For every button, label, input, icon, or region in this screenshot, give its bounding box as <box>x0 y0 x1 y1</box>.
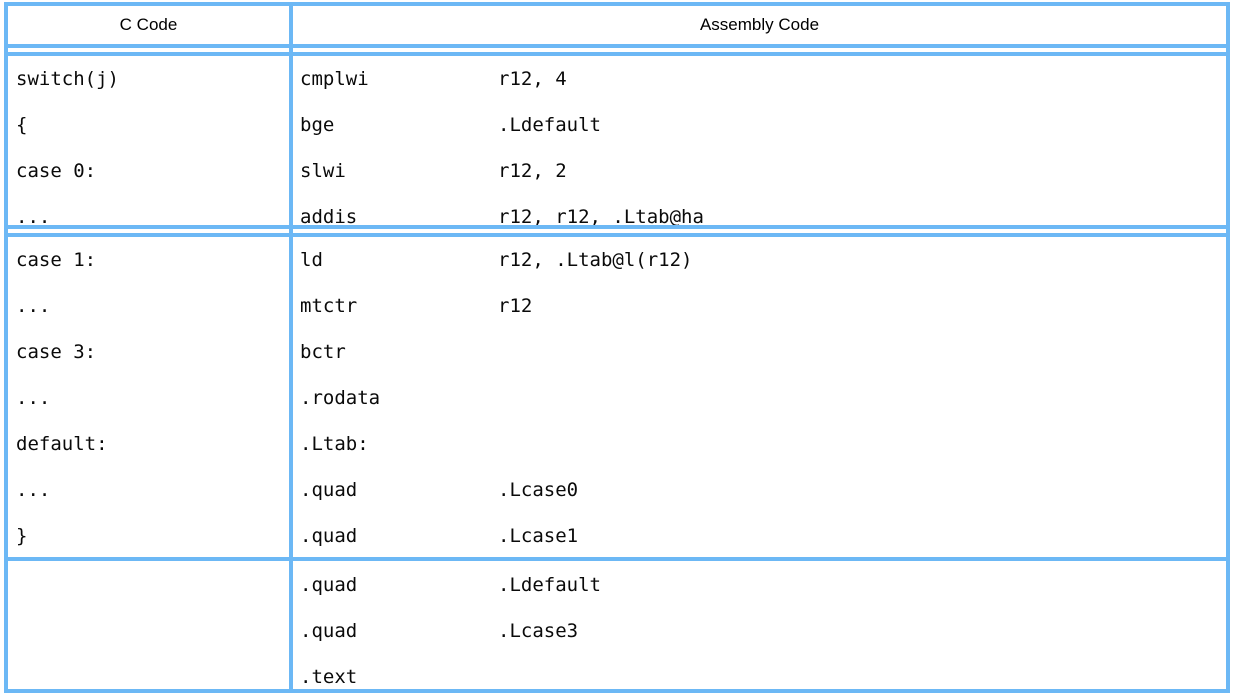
table-band-1: switch(j) { case 0:... cmplwi r12, 4 bge .Lde… <box>8 56 1226 228</box>
assembly-operands: .Ldefault <box>498 574 601 596</box>
assembly-line: mtctr r12 <box>293 283 1226 329</box>
c-code-line: ... <box>16 206 51 228</box>
assembly-line: addis r12, r12, .Ltab@ha <box>293 194 1226 240</box>
assembly-line: bctr <box>293 329 1226 375</box>
c-code-line: } <box>16 525 28 547</box>
assembly-mnemonic: .text <box>300 666 358 688</box>
assembly-operands: r12 <box>498 295 533 317</box>
assembly-line: .rodata <box>293 375 1226 421</box>
assembly-mnemonic: mtctr <box>300 295 358 317</box>
assembly-mnemonic: .quad <box>300 479 358 501</box>
assembly-operands: r12, .Ltab@l(r12) <box>498 249 693 271</box>
c-code-line: { <box>16 114 28 136</box>
c-code-cell-1: switch(j) { case 0:... <box>8 56 289 240</box>
assembly-mnemonic: addis <box>300 206 358 228</box>
assembly-mnemonic: cmplwi <box>300 68 369 90</box>
assembly-mnemonic: slwi <box>300 160 346 182</box>
assembly-line: .quad .Lcase1 <box>293 513 1226 559</box>
assembly-mnemonic: ld <box>300 249 323 271</box>
assembly-operands: .Lcase3 <box>498 620 579 642</box>
assembly-line: slwi r12, 2 <box>293 148 1226 194</box>
column-header-assembly-code: Assembly Code <box>699 15 820 34</box>
assembly-line: .text <box>293 654 1226 700</box>
band-separator-rule-2 <box>8 557 1226 561</box>
assembly-code-cell-2: ld r12, .Ltab@l(r12) mtctr r12 bctr .rodata .L… <box>293 237 1226 559</box>
c-code-line: ... <box>16 479 51 501</box>
header-separator-rule <box>8 44 1226 56</box>
c-code-line: case 3: <box>16 341 97 363</box>
assembly-line: .Ltab: <box>293 421 1226 467</box>
band-separator-rule-1 <box>8 225 1226 237</box>
c-code-line: default: <box>16 433 108 455</box>
table-header-row: C Code Assembly Code <box>8 6 1226 44</box>
assembly-line: cmplwi r12, 4 <box>293 56 1226 102</box>
assembly-operands: r12, 2 <box>498 160 567 182</box>
c-to-assembly-comparison-table: C Code Assembly Code switch(j) { case 0:..… <box>4 2 1230 693</box>
assembly-operands: r12, r12, .Ltab@ha <box>498 206 704 228</box>
c-code-line: ... <box>16 295 51 317</box>
assembly-code-cell-3: .quad .Ldefault .quad .Lcase3 .text <box>293 562 1226 700</box>
assembly-mnemonic: bctr <box>300 341 346 363</box>
assembly-mnemonic: .Ltab: <box>300 433 369 455</box>
assembly-operands: .Lcase1 <box>498 525 579 547</box>
column-header-c-code: C Code <box>119 15 178 34</box>
c-code-line: ... <box>16 387 51 409</box>
assembly-line: ld r12, .Ltab@l(r12) <box>293 237 1226 283</box>
assembly-mnemonic: .rodata <box>300 387 381 409</box>
table-band-2: case 1:... case 3:... default:...} ld r12, … <box>8 237 1226 559</box>
assembly-operands: .Ldefault <box>498 114 601 136</box>
assembly-mnemonic: .quad <box>300 525 358 547</box>
assembly-mnemonic: bge <box>300 114 335 136</box>
assembly-line: .quad .Lcase0 <box>293 467 1226 513</box>
assembly-operands: r12, 4 <box>498 68 567 90</box>
column-divider <box>289 6 293 689</box>
c-code-line: case 1: <box>16 249 97 271</box>
assembly-code-cell-1: cmplwi r12, 4 bge .Ldefault slwi r12, 2 addis r… <box>293 56 1226 240</box>
c-code-line: switch(j) <box>16 68 119 90</box>
c-code-cell-2: case 1:... case 3:... default:...} <box>8 237 289 559</box>
assembly-line: bge .Ldefault <box>293 102 1226 148</box>
assembly-line: .quad .Lcase3 <box>293 608 1226 654</box>
c-code-line: case 0: <box>16 160 97 182</box>
table-band-3: .quad .Ldefault .quad .Lcase3 .text <box>8 562 1226 692</box>
assembly-mnemonic: .quad <box>300 574 358 596</box>
assembly-mnemonic: .quad <box>300 620 358 642</box>
assembly-operands: .Lcase0 <box>498 479 579 501</box>
assembly-line: .quad .Ldefault <box>293 562 1226 608</box>
